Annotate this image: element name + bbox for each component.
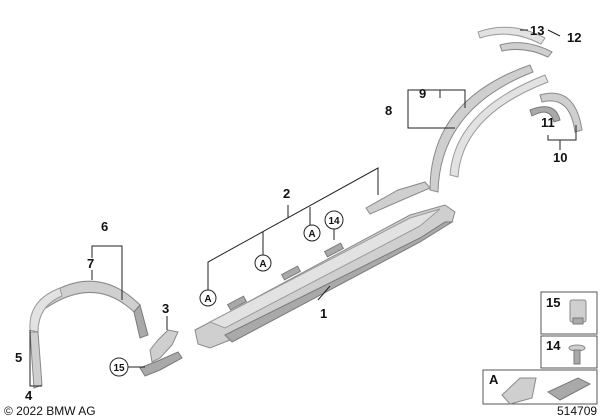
svg-text:A: A [204, 294, 211, 305]
callout-9: 9 [419, 86, 426, 101]
callout-11: 11 [541, 115, 555, 130]
callout-2: 2 [283, 186, 290, 201]
svg-text:A: A [489, 372, 499, 387]
rear-wheel-arch-part[interactable] [429, 26, 583, 193]
legend-box-14[interactable]: 14 [540, 335, 598, 369]
circled-callout-a-3: A [303, 224, 321, 242]
legend-box-15[interactable]: 15 [540, 291, 598, 335]
diagram-id: 514709 [557, 404, 597, 418]
callout-10: 10 [553, 150, 567, 165]
callout-8: 8 [385, 103, 392, 118]
svg-text:14: 14 [546, 338, 561, 353]
svg-text:15: 15 [113, 363, 125, 374]
callout-6: 6 [101, 219, 108, 234]
front-wheel-arch-part[interactable] [29, 280, 149, 389]
svg-text:A: A [259, 259, 266, 270]
copyright-text: © 2022 BMW AG [4, 404, 96, 418]
legend-box-a[interactable]: A [482, 369, 598, 405]
callout-3: 3 [162, 301, 169, 316]
callout-4: 4 [25, 388, 33, 403]
callout-12: 12 [567, 30, 581, 45]
svg-text:14: 14 [328, 216, 340, 227]
circled-callout-15: 15 [109, 357, 129, 377]
callout-1: 1 [320, 306, 327, 321]
callout-7: 7 [87, 256, 94, 271]
circled-callout-14: 14 [324, 210, 344, 230]
circled-callout-a-1: A [199, 289, 217, 307]
callout-13: 13 [530, 23, 544, 38]
side-sill-part[interactable] [194, 204, 456, 349]
front-bracket-part[interactable] [139, 329, 183, 377]
circled-callout-a-2: A [254, 254, 272, 272]
leader-lines [29, 29, 577, 387]
svg-text:15: 15 [546, 295, 560, 310]
callout-5: 5 [15, 350, 22, 365]
svg-text:A: A [308, 229, 315, 240]
